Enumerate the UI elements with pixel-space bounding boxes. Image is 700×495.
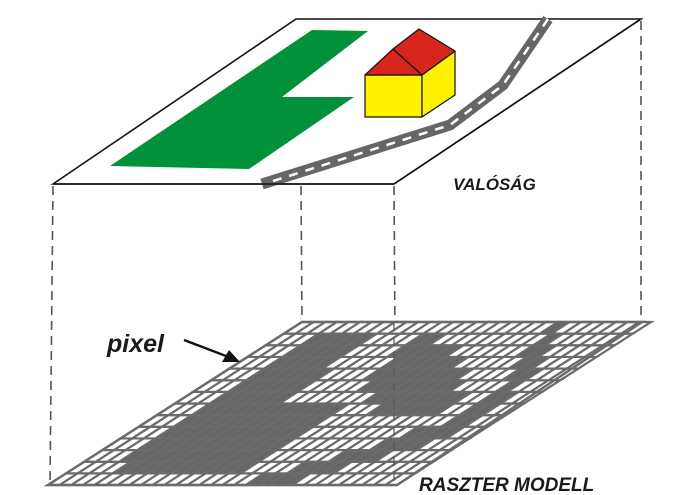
reality-label: VALÓSÁG — [453, 175, 536, 194]
house-front-wall — [364, 74, 423, 118]
house-roof — [392, 28, 456, 76]
raster-grid — [43, 320, 655, 487]
pixel-label: pixel — [106, 330, 165, 358]
green-field — [110, 30, 368, 169]
house — [364, 28, 456, 118]
raster-model-label: RASZTER MODELL — [419, 475, 594, 495]
projection-line-front-left — [49, 185, 54, 485]
road — [260, 15, 553, 190]
pixel-arrow — [183, 338, 240, 362]
raster-grid-border — [43, 320, 647, 487]
projection-line-back-left — [300, 185, 303, 323]
reality-plane — [50, 15, 644, 190]
